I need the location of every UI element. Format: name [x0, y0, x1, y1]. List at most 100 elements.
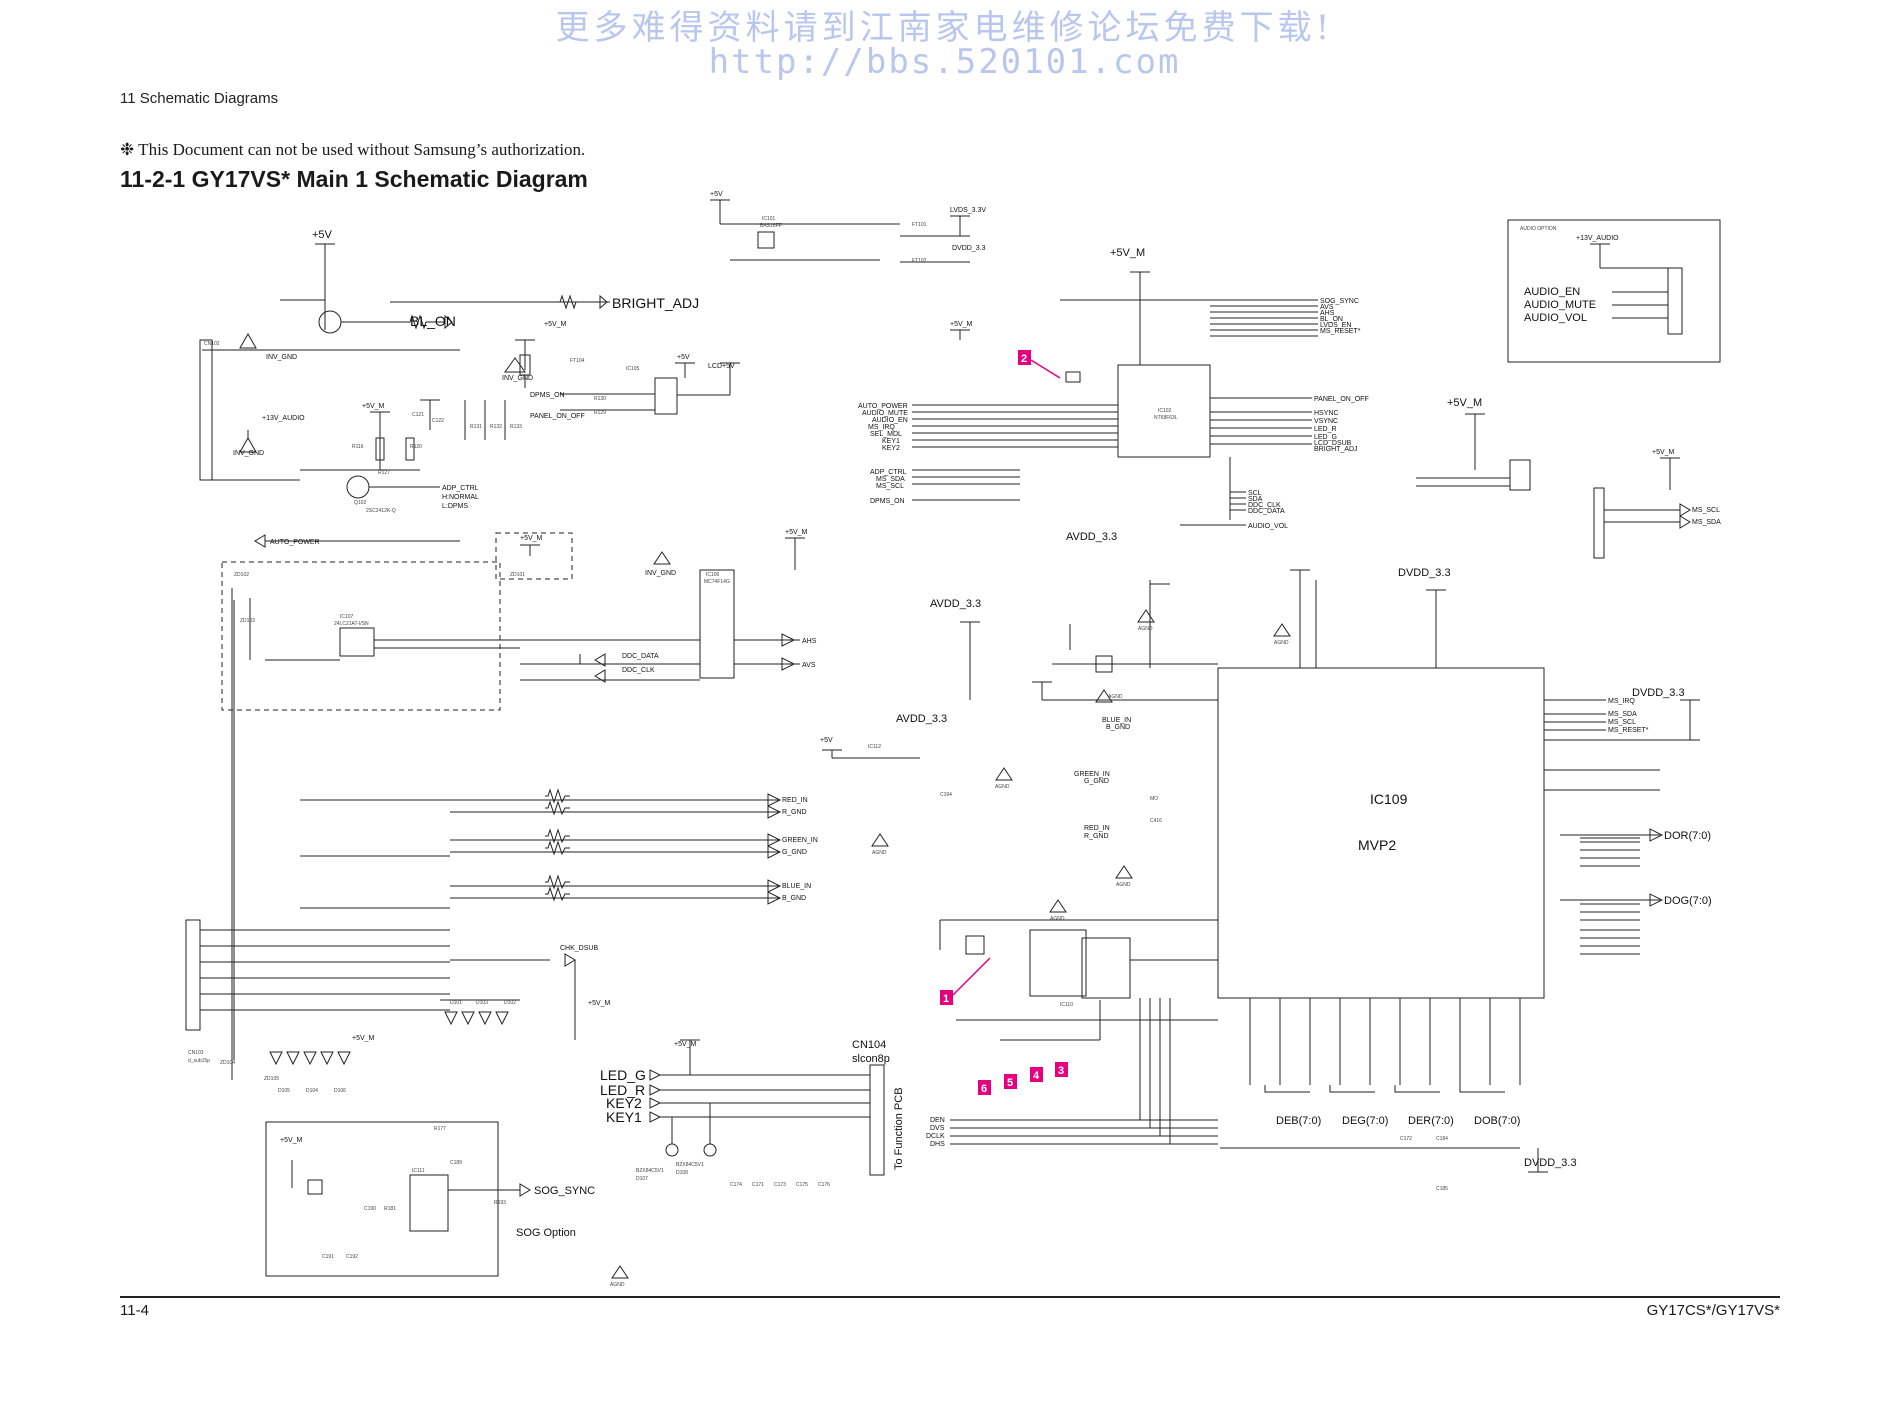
sig-led-r: LED_R [600, 1082, 645, 1098]
rail-5vm-10: +5V_M [1652, 449, 1675, 456]
part-ft102: FT102 [912, 258, 927, 264]
sig-sog-sync-r: SOG_SYNC [1320, 298, 1359, 305]
part-ic101: IC101 [762, 216, 776, 222]
part-ic101-type: BAS16FF [760, 223, 782, 229]
part-r129: R129 [594, 410, 606, 416]
audio-option-title: AUDIO OPTION [1520, 226, 1557, 232]
sig-sel-mdl: SEL_MDL [870, 431, 902, 438]
sig-ms-irq-o: MS_IRQ [1608, 698, 1635, 705]
sig-led-g: LED_G [600, 1067, 646, 1083]
sig-sda: SDA [1248, 496, 1263, 503]
part-d102: D102 [504, 1000, 516, 1006]
section-header: 11 Schematic Diagrams [120, 90, 279, 107]
rail-5v-3: +5V [677, 354, 690, 361]
sig-avs-r: AVS [1320, 304, 1334, 311]
model-number: GY17CS*/GY17VS* [1646, 1302, 1780, 1319]
rail-avdd-3: AVDD_3.3 [896, 713, 947, 725]
sig-agnd-6: AGND [872, 850, 887, 856]
part-ft104: FT104 [570, 358, 585, 364]
marker-2-label: 2 [1021, 353, 1027, 365]
sig-ddc-data: DDC_DATA [1248, 508, 1285, 515]
part-nt68f63l: NT68F63L [1154, 415, 1178, 421]
part-r120: R120 [410, 444, 422, 450]
part-ic111: IC111 [412, 1168, 425, 1174]
rail-lvds: LVDS_3.3V [950, 207, 986, 214]
bus-deg: DEG(7:0) [1342, 1115, 1388, 1127]
sig-key2-l: KEY2 [882, 445, 900, 452]
sig-adp-ctrl-2: ADP_CTRL [870, 469, 907, 476]
part-c185: C185 [1436, 1186, 1448, 1192]
rail-5vm-9: +5V_M [1447, 397, 1482, 409]
sig-dpms-on-2: DPMS_ON [870, 498, 905, 505]
sig-chk-dsub: CHK_DSUB [560, 945, 598, 952]
sig-hsync: HSYNC [1314, 410, 1339, 417]
sig-ms-scl-l: MS_SCL [876, 483, 904, 490]
sig-avs: AVS [802, 662, 816, 669]
sig-agnd-1: AGND [995, 784, 1010, 790]
sig-r-gnd-2: R_GND [1084, 833, 1109, 840]
rail-5v-1: +5V [312, 229, 333, 241]
footer-rule [120, 1296, 1780, 1298]
part-r132: R132 [490, 424, 502, 430]
sig-b-gnd-2: B_GND [1106, 724, 1130, 731]
sig-scl: SCL [1248, 490, 1262, 497]
part-24lc21: 24LC21AT-I/SN [334, 621, 369, 627]
sig-ddc-data-2: DDC_DATA [622, 653, 659, 660]
sig-panel-on-off-2: PANEL_ON_OFF [1314, 396, 1369, 403]
sig-ms-sda-2: MS_SDA [1692, 519, 1721, 526]
rail-5v-2: +5V [710, 191, 723, 198]
part-d103: D103 [476, 1000, 488, 1006]
part-cn103: CN103 [188, 1050, 204, 1056]
part-c192: C192 [346, 1254, 358, 1260]
sig-ms-scl-2: MS_SCL [1692, 507, 1720, 514]
rail-5vm-11: +5V_M [674, 1041, 697, 1048]
rail-avdd-1: AVDD_3.3 [1066, 531, 1117, 543]
watermark-line-2[interactable]: http://bbs.520101.com [708, 42, 1181, 82]
sig-ms-scl-o: MS_SCL [1608, 719, 1636, 726]
sig-red-in: RED_IN [782, 797, 808, 804]
part-mc74f14g: MC74F14G [704, 579, 730, 585]
part-r133: R133 [510, 424, 522, 430]
part-ic107: IC107 [340, 614, 354, 620]
sig-g-gnd-2: G_GND [1084, 778, 1109, 785]
part-r131: R131 [470, 424, 482, 430]
rail-5vm-4: +5V_M [950, 321, 973, 328]
marker-4-label: 4 [1033, 1070, 1040, 1082]
sig-dhs: DHS [930, 1141, 945, 1148]
rail-5vm-5: +5V_M [520, 535, 543, 542]
part-c175: C175 [796, 1182, 808, 1188]
sig-agnd-3: AGND [1138, 626, 1153, 632]
watermark-line-1: 更多难得资料请到江南家电维修论坛免费下载! [555, 8, 1334, 48]
cn104-label: CN104 [852, 1039, 886, 1051]
part-d108: D108 [676, 1170, 688, 1176]
part-c176: C176 [818, 1182, 830, 1188]
sig-bl-on: BL_ON [410, 313, 456, 329]
sig-g-gnd: G_GND [782, 849, 807, 856]
sig-led-g-r: LED_G [1314, 434, 1337, 441]
bus-deb: DEB(7:0) [1276, 1115, 1321, 1127]
part-mo: MO [1150, 796, 1158, 802]
rail-5vm-8: +5V_M [352, 1035, 375, 1042]
part-r127: R127 [378, 470, 390, 476]
sig-den: DEN [930, 1117, 945, 1124]
part-c191: C191 [322, 1254, 334, 1260]
sig-ahs: AHS [802, 638, 817, 645]
cn104-part: slcon8p [852, 1053, 890, 1065]
part-r116: R116 [352, 444, 364, 450]
sig-audio-mute: AUDIO_MUTE [1524, 299, 1596, 311]
sig-key1: KEY1 [606, 1109, 642, 1125]
part-r177: R177 [434, 1126, 446, 1132]
rail-dvdd-1: DVDD_3.3 [952, 245, 986, 252]
rail-5vm-3: +5V_M [1110, 247, 1145, 259]
part-zd105: ZD105 [264, 1076, 279, 1082]
part-q102: Q102 [354, 500, 366, 506]
to-function-pcb: To Function PCB [893, 1087, 905, 1170]
sig-inv-gnd-2: INV_GND [233, 450, 264, 457]
authorization-notice: ❉ This Document can not be used without … [120, 140, 586, 159]
rail-5vm-6: +5V_M [785, 529, 808, 536]
sig-ddc-clk-2: DDC_CLK [622, 667, 655, 674]
sig-led-r-r: LED_R [1314, 426, 1337, 433]
part-zd102: ZD102 [234, 572, 249, 578]
bus-dob: DOB(7:0) [1474, 1115, 1520, 1127]
sig-lcd-dsub: LCD_DSUB [1314, 440, 1352, 447]
